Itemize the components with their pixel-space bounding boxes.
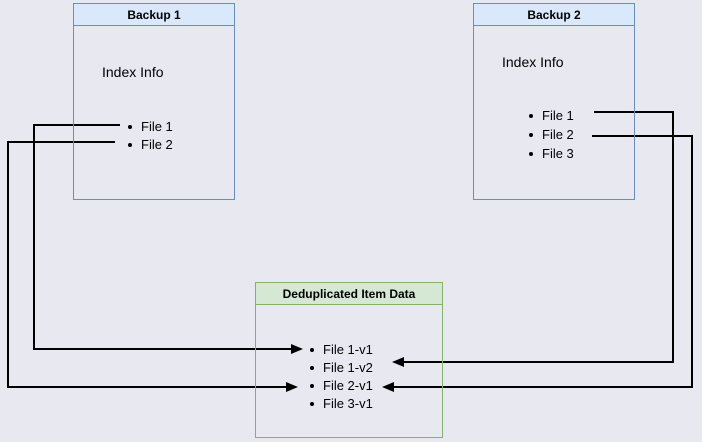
list-item: File 1-v2 [310,360,373,375]
backup1-index-info-label: Index Info [102,64,164,80]
list-item: File 1 [128,119,173,134]
list-item: File 2-v1 [310,378,373,393]
list-item: File 1 [529,108,574,123]
backup1-box: Backup 1 Index Info File 1 File 2 [73,3,235,200]
list-item: File 2 [128,137,173,152]
list-item: File 2 [529,127,574,142]
backup2-file-list: File 1 File 2 File 3 [529,106,574,163]
dedup-item-list: File 1-v1 File 1-v2 File 2-v1 File 3-v1 [310,341,373,413]
list-item: File 3 [529,146,574,161]
backup2-title: Backup 2 [474,4,634,26]
backup2-index-info-label: Index Info [502,54,564,70]
backup2-box: Backup 2 Index Info File 1 File 2 File 3 [473,3,635,200]
backup1-file-list: File 1 File 2 [128,118,173,154]
list-item: File 1-v1 [310,342,373,357]
deduplicated-item-data-box: Deduplicated Item Data File 1-v1 File 1-… [255,282,443,438]
dedup-title: Deduplicated Item Data [256,283,442,305]
list-item: File 3-v1 [310,396,373,411]
backup1-title: Backup 1 [74,4,234,26]
